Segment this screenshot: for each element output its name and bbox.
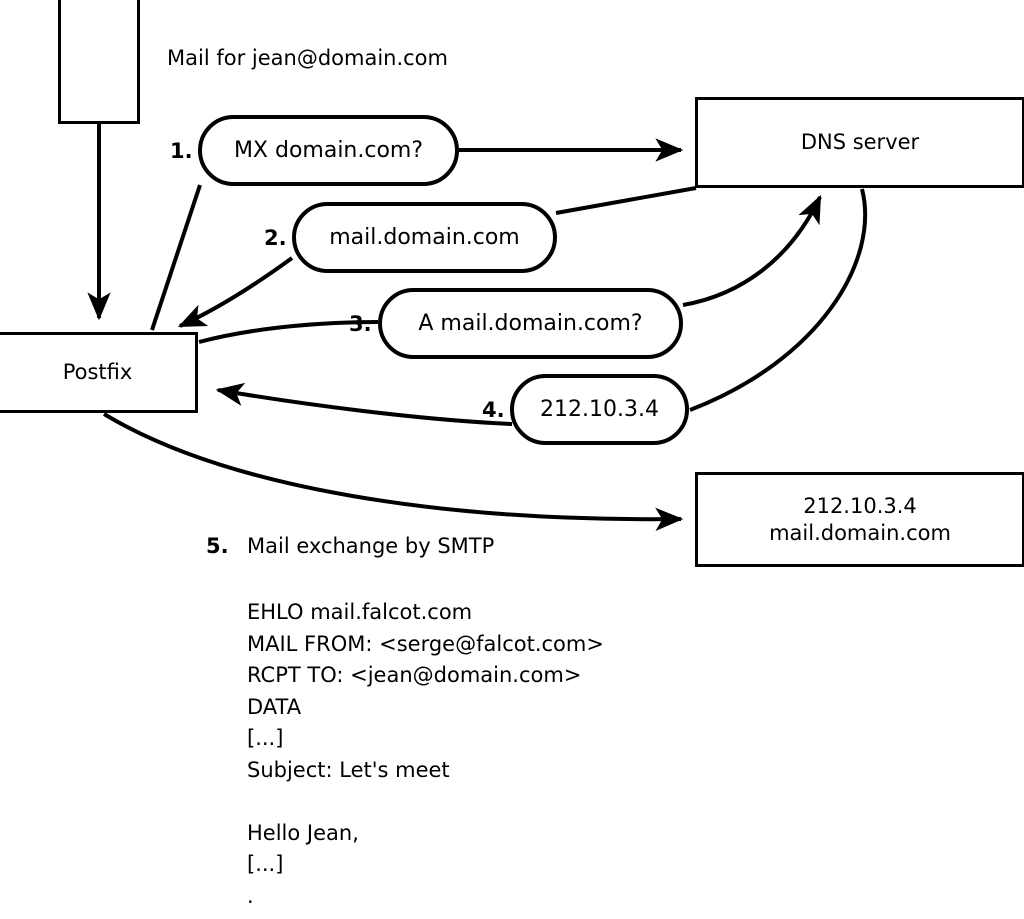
step-1-bubble[interactable]: MX domain.com? xyxy=(198,115,459,186)
step-4-bubble-label: 212.10.3.4 xyxy=(540,397,659,422)
step-3-number: 3. xyxy=(349,312,372,336)
mail-server-node[interactable]: 212.10.3.4 mail.domain.com xyxy=(695,472,1024,567)
mail-server-ip: 212.10.3.4 xyxy=(803,493,917,518)
mail-server-node-lines: 212.10.3.4 mail.domain.com xyxy=(769,493,951,547)
step-4-bubble[interactable]: 212.10.3.4 xyxy=(510,374,689,445)
step-2-number: 2. xyxy=(264,226,287,250)
dns-server-node[interactable]: DNS server xyxy=(695,97,1024,188)
client-node[interactable] xyxy=(58,0,140,124)
edge-postfix-to-mailserver xyxy=(102,412,684,531)
edge-dns-to-step4 xyxy=(689,188,868,412)
edge-step2-to-postfix xyxy=(177,256,294,328)
edge-dns-to-step2 xyxy=(555,186,697,215)
edge-postfix-to-step3 xyxy=(198,320,379,344)
step-1-number: 1. xyxy=(170,139,193,163)
step-1-bubble-label: MX domain.com? xyxy=(233,138,424,163)
mail-server-hostname: mail.domain.com xyxy=(769,520,951,545)
postfix-node[interactable]: Postfix xyxy=(0,332,198,413)
step-3-bubble-label: A mail.domain.com? xyxy=(418,311,643,336)
step-2-bubble[interactable]: mail.domain.com xyxy=(292,202,557,273)
edge-step4-to-postfix xyxy=(215,382,513,426)
step-2-bubble-label: mail.domain.com xyxy=(329,225,520,250)
step-4-number: 4. xyxy=(482,398,505,422)
postfix-node-label: Postfix xyxy=(62,360,133,385)
edge-step1-tail xyxy=(150,184,202,331)
dns-server-node-label: DNS server xyxy=(800,130,920,155)
step-3-bubble[interactable]: A mail.domain.com? xyxy=(378,288,683,359)
step-5-label: Mail exchange by SMTP xyxy=(247,534,495,558)
mail-for-label: Mail for jean@domain.com xyxy=(167,46,448,70)
smtp-transcript: EHLO mail.falcot.com MAIL FROM: <serge@f… xyxy=(247,600,604,908)
edge-step3-to-dns xyxy=(682,194,822,307)
step-5-number: 5. xyxy=(206,534,229,558)
